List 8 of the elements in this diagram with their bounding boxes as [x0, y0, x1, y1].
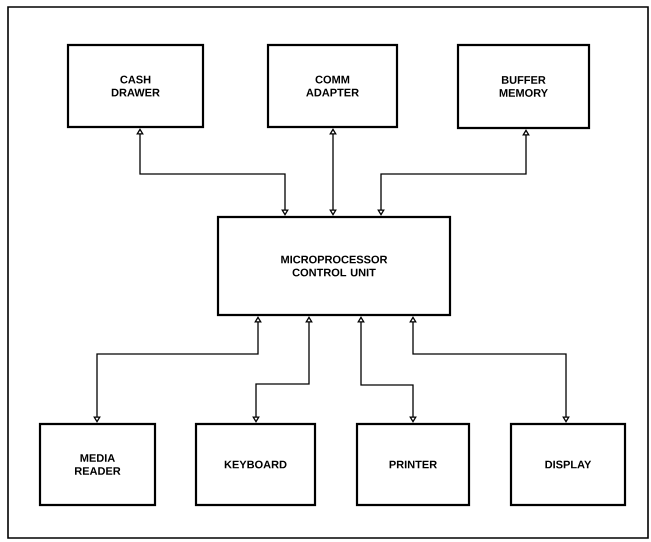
block-box: MEDIA READER — [38, 422, 156, 506]
block-box: COMM ADAPTER — [266, 44, 398, 128]
block-box: KEYBOARD — [194, 422, 316, 506]
block-box: DISPLAY — [510, 422, 626, 506]
block-box: BUFFER MEMORY — [456, 44, 590, 130]
block-box: MICROPROCESSOR CONTROL UNIT — [216, 216, 452, 316]
block-box: PRINTER — [356, 422, 470, 506]
block-box: CASH DRAWER — [66, 44, 204, 128]
